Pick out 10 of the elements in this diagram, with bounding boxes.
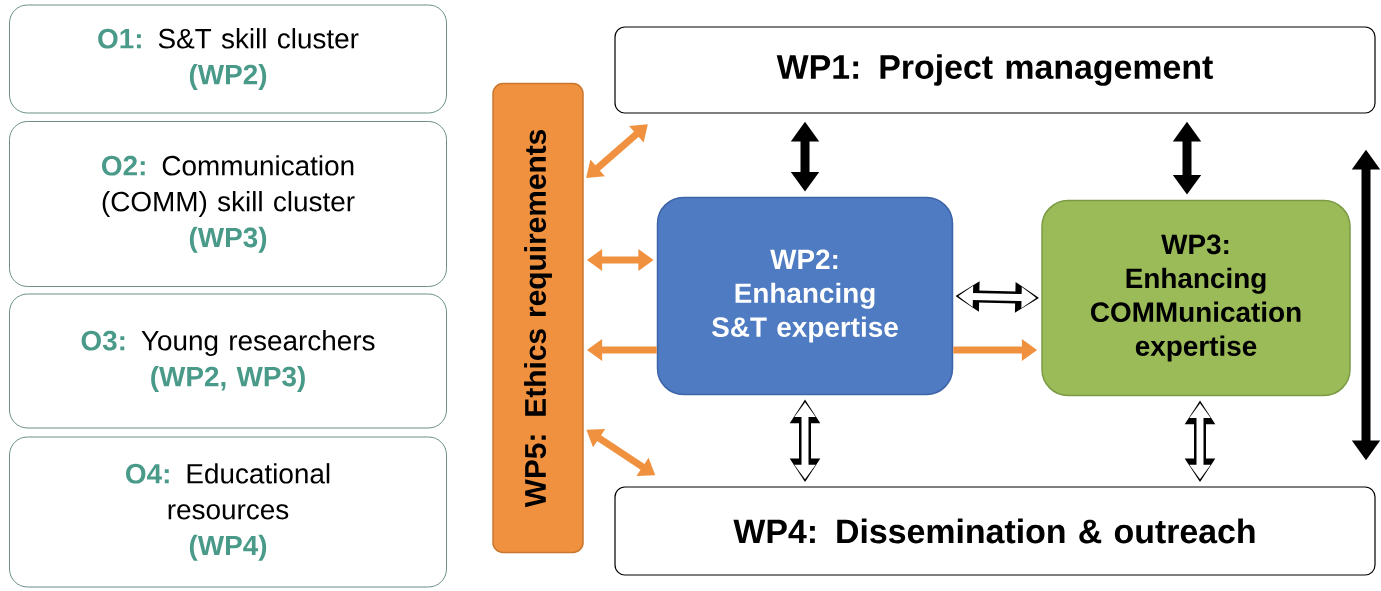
objective-box: O1: S&T skill cluster (WP2) [9,4,447,114]
work-package-box: WP3: Enhancing COMMunication expertise [1041,199,1351,397]
work-package-box: WP5: Ethics requirements [492,82,584,554]
work-package-box: WP1: Project management [614,26,1376,114]
objective-box: O2: Communication (COMM) skill cluster (WP3) [9,121,447,287]
objective-box: O4: Educational resources (WP4) [9,436,447,588]
block-arrow [586,124,648,178]
work-package-box: WP2: Enhancing S&T expertise [656,196,954,396]
objective-box: O3: Young researchers (WP2, WP3) [9,293,447,429]
work-package-box: WP4: Dissemination & outreach [614,486,1376,576]
